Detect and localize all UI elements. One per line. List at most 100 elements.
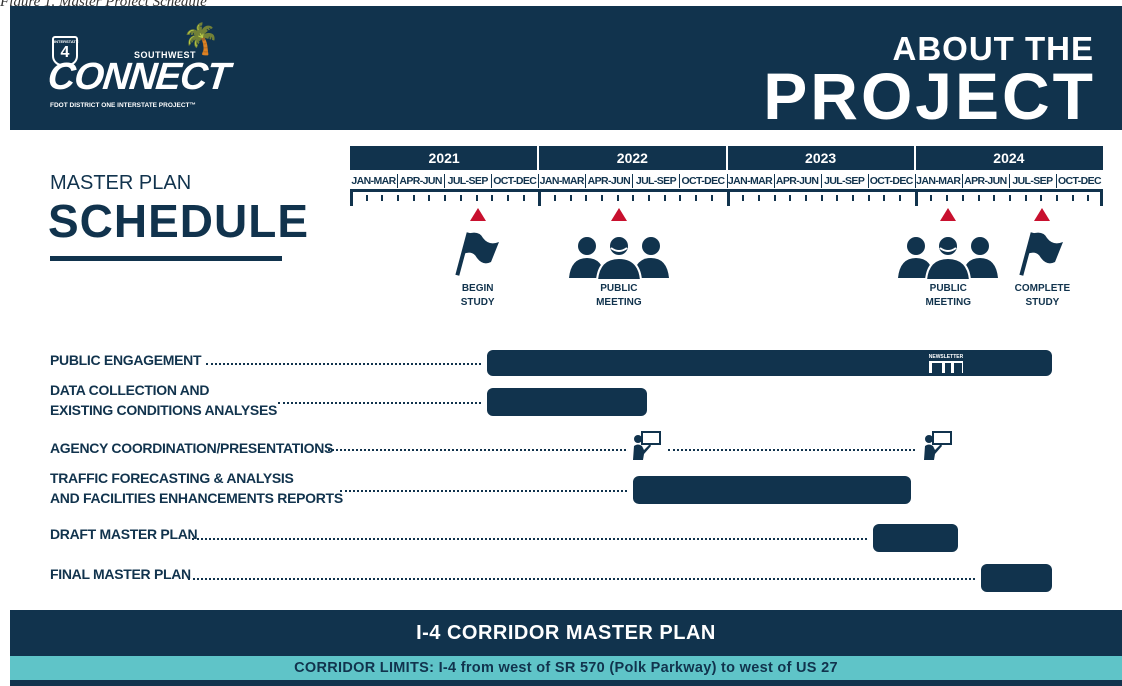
task-label: DRAFT MASTER PLAN (50, 526, 198, 542)
year-divider (913, 146, 916, 170)
newsletter-label: NEWSLETTER (928, 353, 964, 361)
quarter-divider (397, 174, 399, 188)
milestone-label: BEGIN STUDY (460, 283, 495, 308)
month-tick (836, 195, 839, 201)
month-tick (1040, 195, 1043, 201)
year-divider (725, 146, 728, 170)
quarter-label: OCT-DEC (869, 175, 914, 187)
quarter-label: JUL-SEP (635, 175, 677, 187)
quarter-label: OCT-DEC (681, 175, 725, 187)
month-tick (444, 195, 447, 201)
task-label: PUBLIC ENGAGEMENT (50, 352, 202, 368)
quarter-label: OCT-DEC (1057, 175, 1102, 187)
month-tick (648, 195, 651, 201)
quarter-divider (632, 174, 634, 188)
quarter-label: JUL-SEP (1012, 175, 1053, 187)
palm-tree-icon: 🌴 (182, 23, 220, 56)
month-tick (930, 195, 933, 201)
month-tick (946, 195, 949, 201)
month-tick (632, 195, 635, 201)
task-bar (872, 524, 958, 552)
month-tick (601, 195, 603, 201)
quarter-label: APR-JUN (587, 175, 631, 187)
i4-connect-logo: INTERSTATE 4 SOUTHWEST 🌴 CONNECT FDOT DI… (46, 23, 231, 122)
month-tick (397, 195, 400, 201)
quarter-divider (444, 174, 446, 188)
month-tick (726, 192, 730, 206)
quarter-label: APR-JUN (399, 175, 442, 187)
month-tick (350, 192, 353, 206)
milestone-marker (469, 208, 486, 221)
month-tick (553, 195, 556, 201)
quarter-divider (1008, 174, 1010, 188)
milestone-label: PUBLIC MEETING (925, 283, 972, 308)
month-tick (428, 195, 431, 201)
month-tick (412, 195, 415, 201)
milestone-marker (610, 208, 627, 221)
task-leader-line (278, 402, 482, 404)
quarter-label: JAN-MAR (539, 175, 585, 187)
month-tick (381, 195, 384, 201)
month-tick (695, 195, 698, 201)
schedule-infographic: INTERSTATE 4 SOUTHWEST 🌴 CONNECT FDOT DI… (10, 6, 1122, 686)
month-tick (789, 195, 792, 201)
month-tick (616, 195, 619, 201)
month-tick (757, 195, 760, 201)
quarter-label: JUL-SEP (824, 175, 865, 187)
month-tick (475, 195, 478, 201)
newsletter-column (944, 363, 951, 373)
month-tick (1055, 195, 1058, 201)
quarter-divider (961, 174, 963, 188)
flag-icon (455, 228, 501, 283)
month-tick (459, 195, 462, 201)
month-tick (710, 195, 713, 201)
milestone-marker (940, 208, 957, 221)
logo-wordmark: CONNECT (45, 56, 232, 98)
people-icon (896, 234, 1000, 285)
quarter-divider (491, 174, 493, 188)
task-label: AGENCY COORDINATION/PRESENTATIONS (50, 440, 334, 456)
figure-caption: Figure 1. Master Project Schedule (0, 0, 207, 10)
quarter-label: APR-JUN (964, 175, 1007, 187)
shield-number: 4 (60, 44, 70, 61)
month-tick (569, 195, 572, 201)
task-leader-line (668, 449, 915, 451)
month-tick (914, 192, 918, 206)
quarter-label: JAN-MAR (916, 175, 961, 187)
newsletter-column (953, 363, 962, 373)
quarter-label: JUL-SEP (447, 175, 489, 187)
month-tick (804, 195, 807, 201)
month-tick (852, 195, 854, 201)
year-label: 2022 (616, 150, 648, 166)
month-tick (1008, 195, 1011, 201)
master-plan-label: MASTER PLAN (50, 172, 192, 194)
logo-tagline: FDOT DISTRICT ONE INTERSTATE PROJECT™ (50, 102, 197, 109)
year-label: 2021 (428, 150, 460, 166)
year-label: 2024 (993, 150, 1025, 166)
milestone-label: COMPLETE STUDY (1014, 283, 1071, 308)
year-divider (537, 146, 540, 170)
task-bar (487, 350, 1052, 376)
quarter-label: JAN-MAR (351, 175, 396, 187)
task-leader-line (192, 538, 867, 540)
month-tick (663, 195, 666, 201)
task-bar (487, 388, 648, 416)
month-tick (1024, 195, 1027, 201)
flag-icon (1019, 228, 1065, 283)
task-bar (981, 564, 1052, 592)
month-tick (867, 195, 870, 201)
year-label: 2023 (805, 150, 837, 166)
quarter-divider (726, 174, 728, 188)
month-tick (899, 195, 902, 201)
task-leader-line (340, 490, 627, 492)
quarter-divider (867, 174, 869, 188)
quarter-divider (773, 174, 775, 188)
milestone-marker (1034, 208, 1051, 221)
month-tick (1071, 195, 1074, 201)
bottom-strip (10, 680, 1122, 686)
header-banner: INTERSTATE 4 SOUTHWEST 🌴 CONNECT FDOT DI… (10, 6, 1122, 133)
quarter-divider (538, 174, 540, 188)
month-tick (1100, 192, 1103, 206)
header-about: ABOUT THE (892, 30, 1094, 67)
month-tick (883, 195, 886, 201)
